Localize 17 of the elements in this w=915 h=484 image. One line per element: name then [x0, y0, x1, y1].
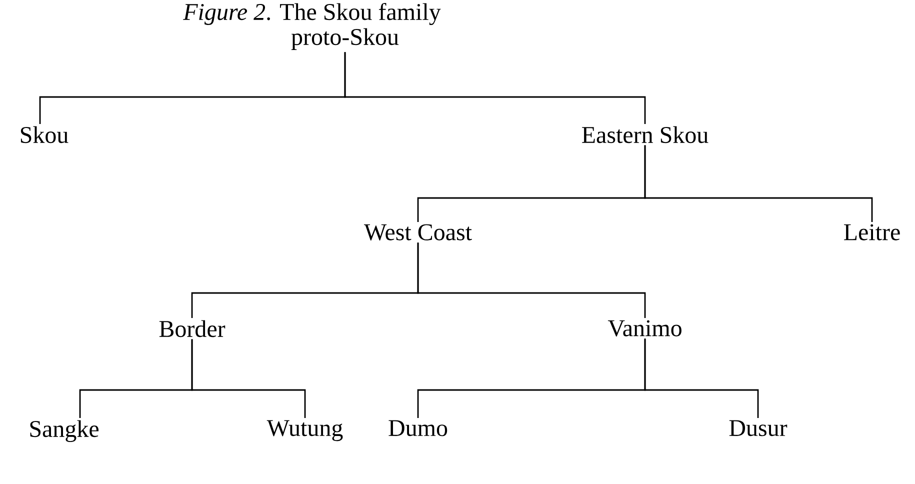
language-label: Vanimo [608, 320, 682, 336]
tree-branch [191, 339, 306, 418]
figure-title: Figure 2. The Skou family [183, 2, 441, 26]
tree-branch [644, 338, 759, 418]
language-label: Wutung [266, 420, 343, 442]
language-label: Eastern Skou [582, 126, 708, 144]
tree-branch [417, 242, 646, 318]
language-label: Dusur [729, 420, 788, 436]
language-label: Skou [20, 126, 68, 144]
language-label: Dumo [388, 420, 448, 436]
language-label: Leitre [844, 224, 900, 240]
language-label: Sangke [30, 420, 98, 442]
language-label: proto-Skou [291, 28, 399, 50]
language-label: Border [159, 320, 226, 338]
tree-branch [644, 145, 873, 222]
tree-branch [344, 52, 646, 124]
language-label: West Coast [364, 224, 472, 240]
